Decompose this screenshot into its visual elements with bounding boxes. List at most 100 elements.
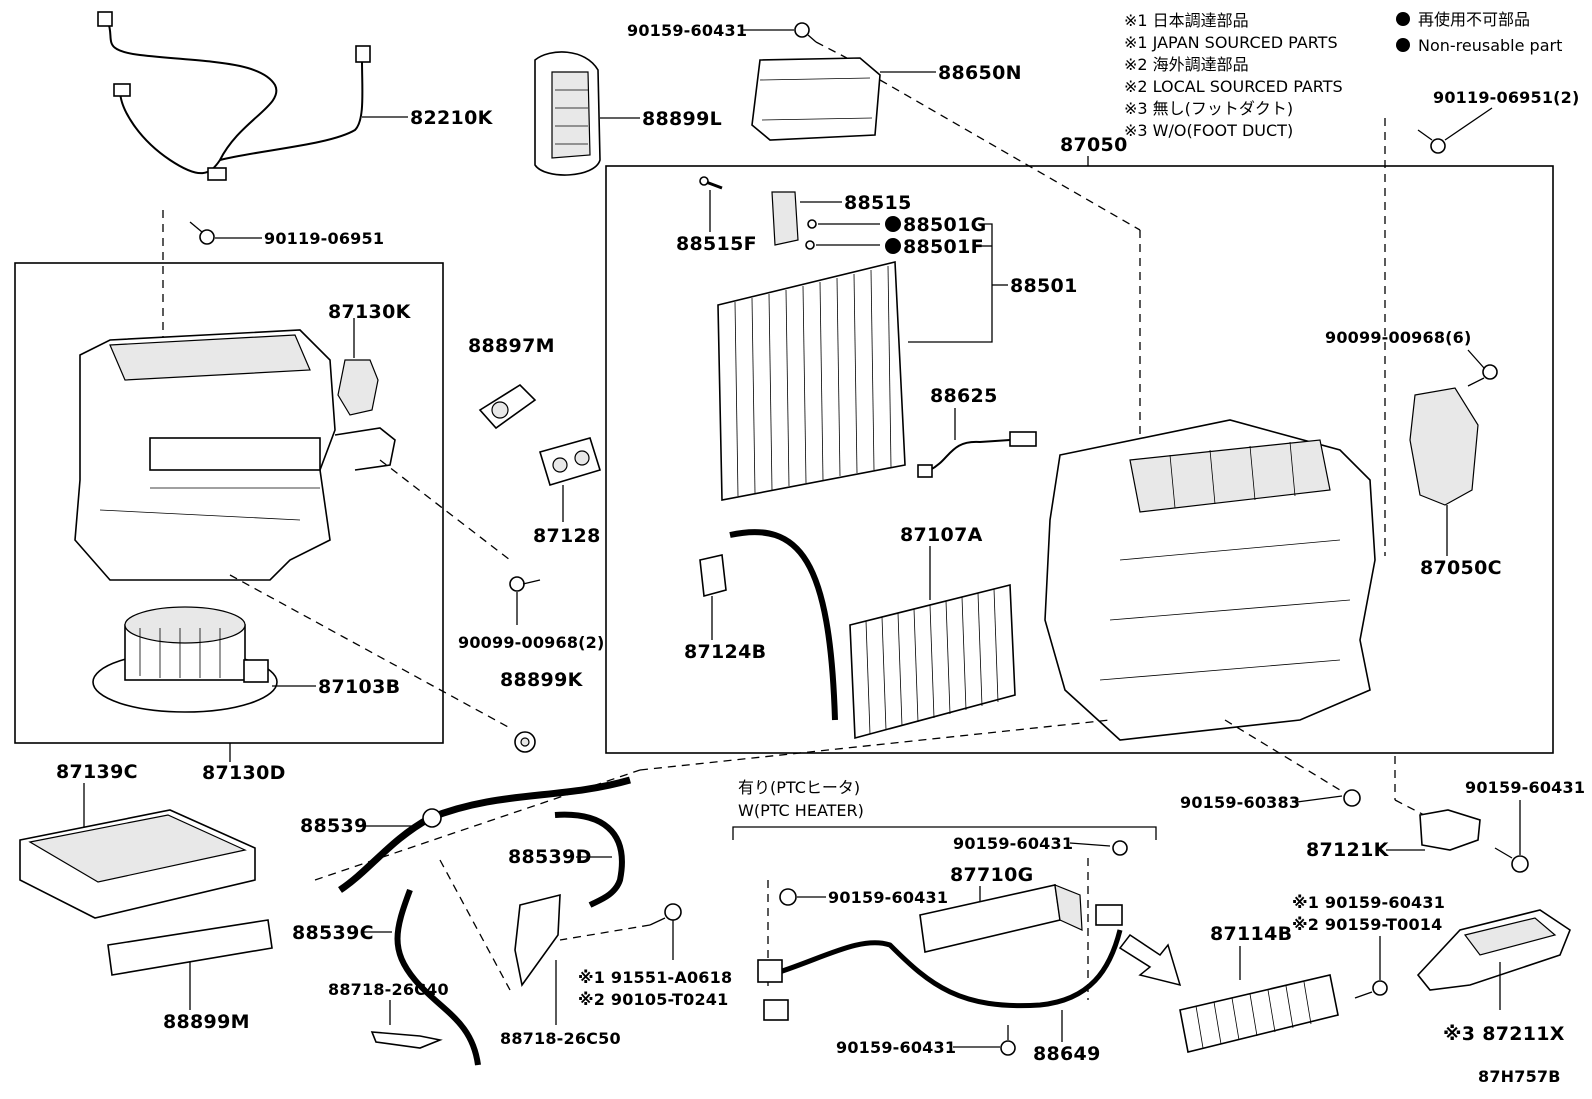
ecu-88650N bbox=[751, 57, 881, 141]
sensor-88625 bbox=[917, 431, 1037, 478]
label-88899K: 88899K bbox=[500, 669, 584, 691]
expansion-valve-88515 bbox=[771, 191, 799, 246]
label-87211X: ※3 87211X bbox=[1443, 1023, 1565, 1045]
label-90119-06951-2: 90119-06951(2) bbox=[1433, 88, 1580, 107]
duct-87211X bbox=[1416, 909, 1571, 991]
label-88501: 88501 bbox=[1010, 275, 1078, 297]
label-87103B: 87103B bbox=[318, 676, 400, 698]
label-87139C: 87139C bbox=[56, 761, 138, 783]
label-87114B: 87114B bbox=[1210, 923, 1292, 945]
note-1-en: ※1 JAPAN SOURCED PARTS bbox=[1124, 33, 1338, 52]
label-87107A: 87107A bbox=[900, 524, 983, 546]
legend-en: Non-reusable part bbox=[1418, 36, 1562, 55]
label-87121K: 87121K bbox=[1306, 839, 1390, 861]
label-90159-60431-b: 90159-60431 bbox=[836, 1038, 956, 1057]
note-1-jp: ※1 日本調達部品 bbox=[1124, 11, 1249, 30]
screw-90159-60431-l bbox=[779, 888, 797, 906]
screw-90099-00968-2 bbox=[509, 576, 541, 592]
label-90159-T0014-n2: ※2 90159-T0014 bbox=[1292, 915, 1442, 934]
label-87128: 87128 bbox=[533, 525, 601, 547]
note-3-jp: ※3 無し(フットダクト) bbox=[1124, 99, 1293, 118]
label-88501G: 88501G bbox=[903, 214, 987, 236]
ptc-element-87114B bbox=[1179, 974, 1339, 1053]
note-3-en: ※3 W/O(FOOT DUCT) bbox=[1124, 121, 1293, 140]
non-reusable-dot-icon bbox=[1396, 38, 1410, 52]
screw-90159-60431-r bbox=[1494, 847, 1529, 873]
ptc-heater-en: W(PTC HEATER) bbox=[738, 801, 864, 820]
note-2-en: ※2 LOCAL SOURCED PARTS bbox=[1124, 77, 1343, 96]
label-88897M: 88897M bbox=[468, 335, 555, 357]
non-reusable-dot-icon bbox=[885, 216, 901, 232]
note-2-jp: ※2 海外調達部品 bbox=[1124, 55, 1249, 74]
arrow-icon bbox=[1118, 933, 1182, 987]
seal-87128 bbox=[538, 437, 602, 486]
label-87124B: 87124B bbox=[684, 641, 766, 663]
label-90159-60431-r: 90159-60431 bbox=[1465, 778, 1585, 797]
screw-91551-A0618 bbox=[649, 903, 682, 926]
label-88501F: 88501F bbox=[903, 236, 984, 258]
filter-87139C bbox=[19, 809, 256, 919]
ptc-heater-bracket bbox=[732, 826, 1157, 840]
screw-90159-60383 bbox=[1343, 789, 1361, 807]
o-ring-88501F bbox=[805, 240, 815, 250]
label-88899M: 88899M bbox=[163, 1011, 250, 1033]
screw-90159-60431-m bbox=[1112, 840, 1128, 856]
label-90119-06951: 90119-06951 bbox=[264, 229, 384, 248]
label-88650N: 88650N bbox=[938, 62, 1022, 84]
non-reusable-dot-icon bbox=[885, 238, 901, 254]
screw-90119-06951 bbox=[189, 221, 215, 245]
label-88625: 88625 bbox=[930, 385, 998, 407]
duct-88899L bbox=[534, 51, 601, 176]
label-90099-00968-2: 90099-00968(2) bbox=[458, 633, 605, 652]
label-87130D: 87130D bbox=[202, 762, 286, 784]
hose-clamp bbox=[422, 808, 442, 828]
label-88899L: 88899L bbox=[642, 108, 722, 130]
label-90159-60431-m: 90159-60431 bbox=[953, 834, 1073, 853]
grommet-88899K bbox=[514, 731, 536, 753]
label-90159-60431-l: 90159-60431 bbox=[828, 888, 948, 907]
label-90159-60383: 90159-60383 bbox=[1180, 793, 1300, 812]
label-90099-00968-6: 90099-00968(6) bbox=[1325, 328, 1472, 347]
label-88515: 88515 bbox=[844, 192, 912, 214]
heater-unit-box bbox=[605, 165, 1554, 754]
filter-cover-88899M bbox=[107, 919, 273, 976]
label-88649: 88649 bbox=[1033, 1043, 1101, 1065]
servo-87130K bbox=[337, 359, 379, 416]
label-88515F: 88515F bbox=[676, 233, 757, 255]
reference-code: 87H757B bbox=[1478, 1067, 1561, 1086]
label-90159-60431-n1: ※1 90159-60431 bbox=[1292, 893, 1445, 912]
label-87050C: 87050C bbox=[1420, 557, 1502, 579]
servo-87050C bbox=[1409, 387, 1479, 506]
screw-90159-T0014 bbox=[1354, 980, 1388, 999]
screw-90119-06951-2 bbox=[1417, 129, 1446, 154]
legend-jp: 再使用不可部品 bbox=[1418, 10, 1530, 29]
label-87050: 87050 bbox=[1060, 134, 1128, 156]
clip-88718-26C40 bbox=[370, 1031, 443, 1049]
label-90105-T0241: ※2 90105-T0241 bbox=[578, 990, 728, 1009]
bracket-87121K bbox=[1419, 809, 1481, 851]
screw-90159-60431-top bbox=[794, 22, 817, 43]
label-88539D: 88539D bbox=[508, 846, 592, 868]
bracket-88718-26C50 bbox=[514, 893, 561, 987]
blower-motor-87103B bbox=[92, 606, 278, 713]
ptc-heater-87710G bbox=[919, 884, 1083, 953]
o-ring-88501G bbox=[807, 219, 817, 229]
evaporator-88501 bbox=[717, 260, 906, 501]
label-88539C: 88539C bbox=[292, 922, 374, 944]
label-90159-60431-top: 90159-60431 bbox=[627, 21, 747, 40]
pipe-clamp-87124B bbox=[699, 554, 727, 598]
label-88539: 88539 bbox=[300, 815, 368, 837]
label-87130K: 87130K bbox=[328, 301, 412, 323]
heater-core-87107A bbox=[849, 583, 1016, 740]
label-82210K: 82210K bbox=[410, 107, 494, 129]
blower-unit-box bbox=[14, 262, 444, 744]
heater-case-87050 bbox=[1044, 419, 1376, 741]
grommet-88897M bbox=[478, 383, 537, 430]
label-88718-26C50: 88718-26C50 bbox=[500, 1029, 621, 1048]
bolt-88515F bbox=[699, 176, 723, 190]
non-reusable-dot-icon bbox=[1396, 12, 1410, 26]
notes-block: ※1 日本調達部品 ※1 JAPAN SOURCED PARTS ※2 海外調達… bbox=[1124, 10, 1562, 140]
ptc-heater-jp: 有り(PTCヒータ) bbox=[738, 778, 860, 797]
harness-88649 bbox=[757, 904, 1123, 1021]
screw-90159-60431-b bbox=[1000, 1025, 1016, 1056]
